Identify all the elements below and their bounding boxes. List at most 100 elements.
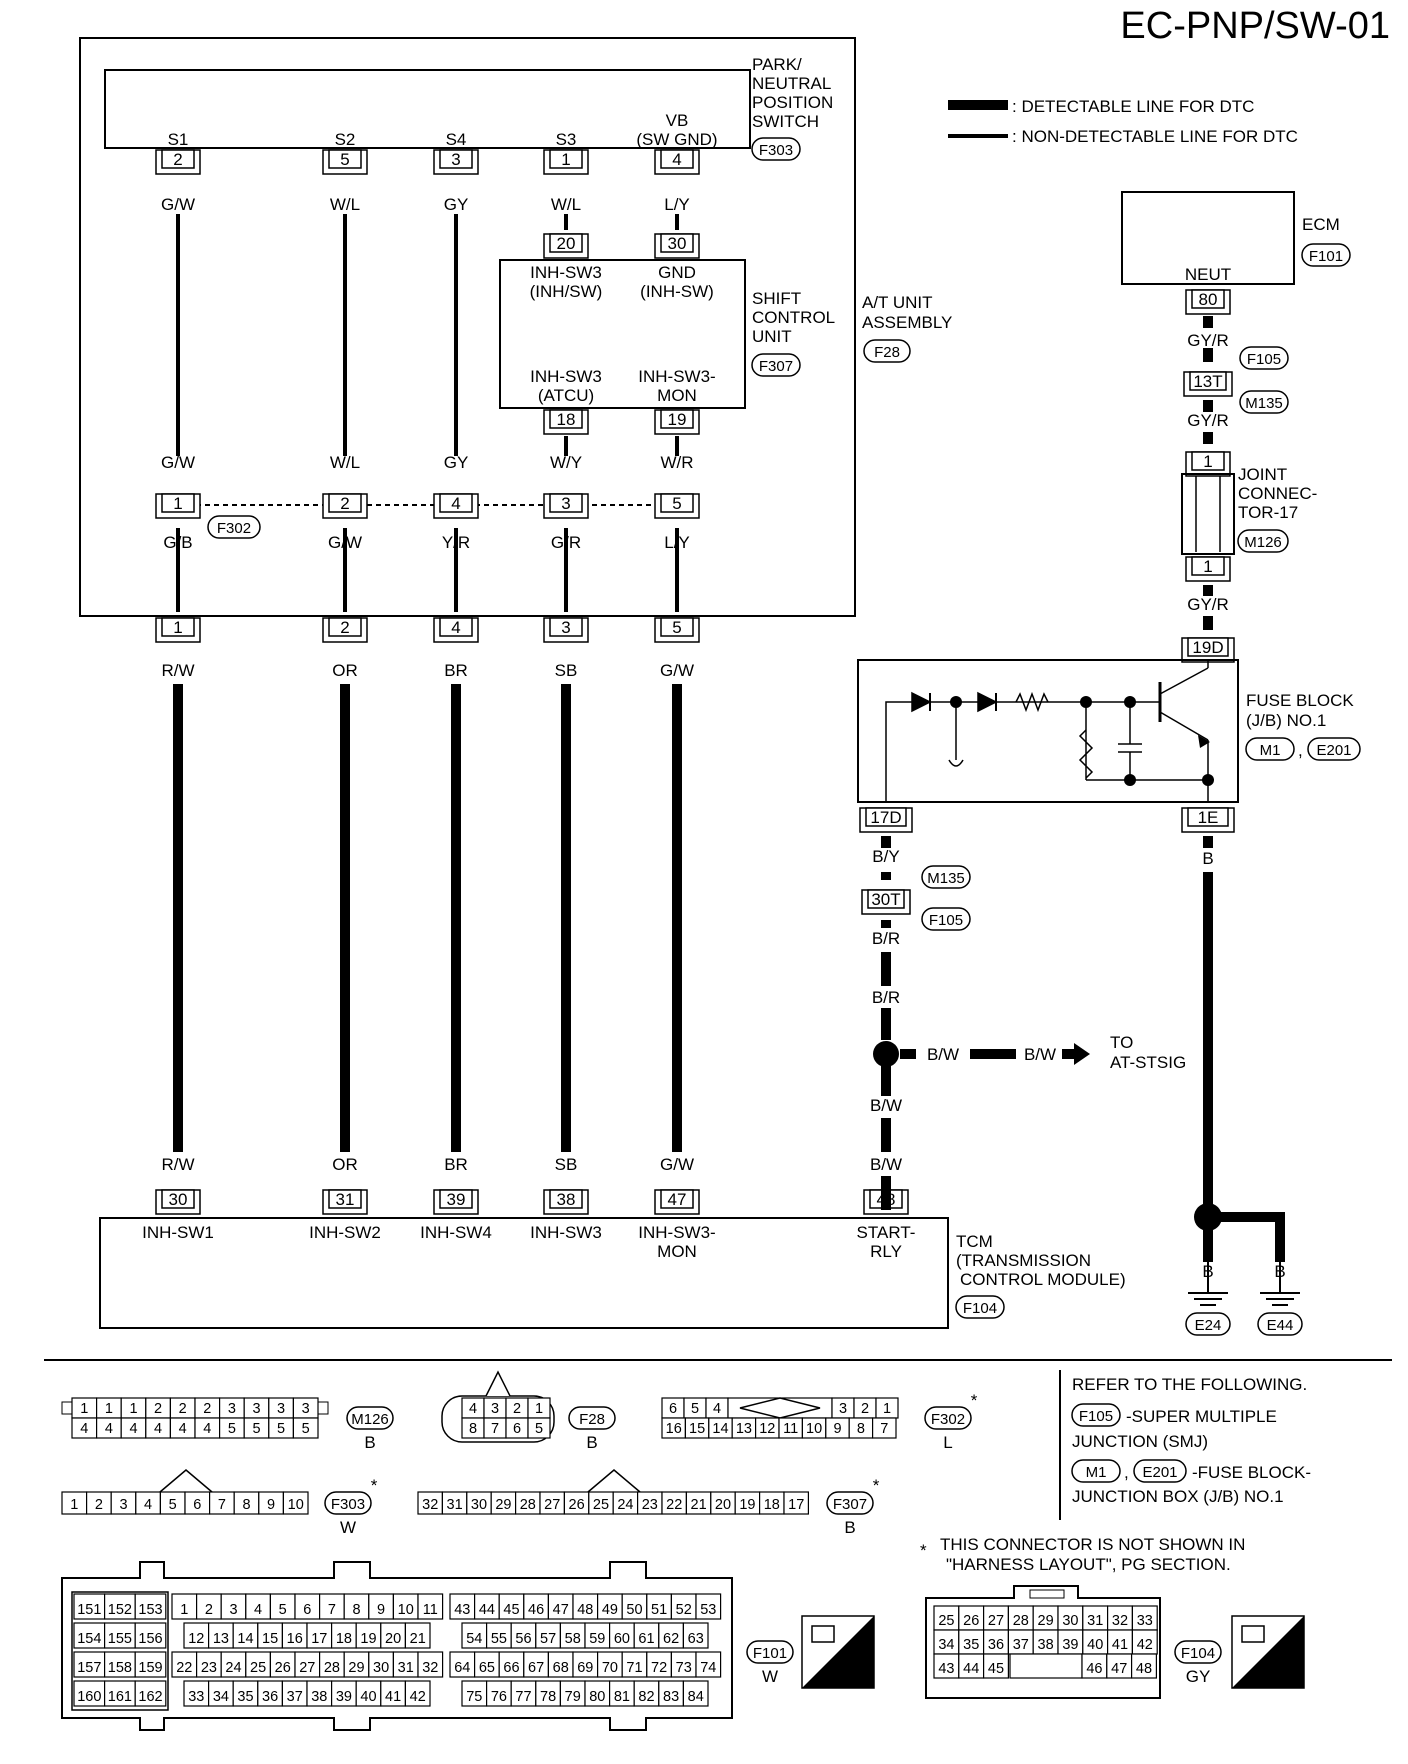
notes-fb-line1: -FUSE BLOCK-: [1192, 1463, 1311, 1482]
f101-m0-9: 9: [377, 1602, 385, 1618]
f28-top-3: 3: [491, 1401, 499, 1417]
smj1-pin: 13T: [1183, 371, 1233, 397]
f101-m3-40: 40: [360, 1689, 376, 1705]
smj1-tag-b: [1239, 390, 1289, 414]
pnp-pin-2-number: 2: [173, 150, 182, 169]
f303-10: 10: [288, 1497, 304, 1513]
face-f307-id-star: *: [873, 1476, 880, 1495]
f302-top-l-4: 4: [713, 1401, 721, 1417]
wire-tcm-4: G/W: [660, 1155, 694, 1174]
at-unit-label: A/T UNIT ASSEMBLY F28: [862, 293, 952, 363]
f101-r2-66: 66: [503, 1660, 519, 1676]
f28-bottom-6: 6: [513, 1421, 521, 1437]
ecm-box: [1121, 191, 1295, 285]
pnp-pin-5-number: 5: [340, 150, 349, 169]
f28-top-1: 1: [535, 1401, 543, 1417]
pnp-name-4: SWITCH: [752, 112, 819, 131]
f101-m1-14: 14: [237, 1631, 253, 1647]
tcm-term-3: INH-SW4: [420, 1223, 492, 1242]
f101-l1-155: 155: [108, 1631, 132, 1647]
f307-29: 29: [495, 1497, 511, 1513]
harness-side-icon-f101-label: H.S.: [833, 1661, 872, 1683]
scu-top-sublabel-2: (INH-SW): [640, 282, 714, 301]
f101-r2-67: 67: [528, 1660, 544, 1676]
f101-r1-54: 54: [466, 1631, 482, 1647]
wire-below-f302-1: G/W: [328, 533, 362, 552]
fuse-block-nodes: [950, 696, 1214, 786]
f28-pin-2: 2: [322, 617, 368, 643]
wire-above-f302-3: W/Y: [550, 453, 582, 472]
wire-above-f302-1: W/L: [330, 453, 360, 472]
notes-f105-line2: JUNCTION (SMJ): [1072, 1432, 1208, 1451]
f101-m3-33: 33: [188, 1689, 204, 1705]
fuse-comma: ,: [1298, 741, 1303, 760]
f101-m1-17: 17: [311, 1631, 327, 1647]
m126-bottom-4: 4: [129, 1421, 137, 1437]
f101-m1-19: 19: [360, 1631, 376, 1647]
f303-5: 5: [169, 1497, 177, 1513]
at-unit-internal-wires: [176, 214, 679, 612]
m126-top-3: 3: [302, 1401, 310, 1417]
m126-bottom-5: 5: [228, 1421, 236, 1437]
splice-dot-b-w: [873, 1041, 899, 1067]
wire-tcm-2: BR: [444, 1155, 468, 1174]
face-m126-id-color: B: [364, 1433, 375, 1452]
wire-harness-top-4: G/W: [660, 661, 694, 680]
wire-below-f302-3: G/R: [551, 533, 581, 552]
f101-m2-26: 26: [275, 1660, 291, 1676]
f101-r0-46: 46: [528, 1602, 544, 1618]
m126-top-3: 3: [277, 1401, 285, 1417]
m126-top-1: 1: [80, 1401, 88, 1417]
f303-2: 2: [95, 1497, 103, 1513]
wire-b-r-1: B/R: [872, 929, 900, 948]
f28-bottom-8: 8: [469, 1421, 477, 1437]
scu-pin-bottom-1-number: 18: [557, 410, 576, 429]
f101-r2-64: 64: [454, 1660, 470, 1676]
smj2-conn-b: F105: [929, 912, 963, 929]
joint-label: JOINT CONNEC- TOR-17 M126: [1237, 465, 1317, 553]
tcm-pin-38: 38: [543, 1189, 589, 1215]
f101-r3-82: 82: [638, 1689, 654, 1705]
f101-r0-53: 53: [700, 1602, 716, 1618]
f302-bottom-12: 12: [759, 1421, 775, 1437]
face-f302-id-star: *: [971, 1391, 978, 1410]
f101-r0-52: 52: [676, 1602, 692, 1618]
wire-tcm-3: SB: [555, 1155, 578, 1174]
f101-r2-65: 65: [479, 1660, 495, 1676]
wire-b-right: B: [1202, 849, 1213, 868]
f307-23: 23: [642, 1497, 658, 1513]
f302-pin-3-number: 3: [561, 494, 570, 513]
notes-m1: M1: [1086, 1464, 1107, 1481]
ecm-terminal-label: NEUT: [1185, 265, 1231, 284]
f28-bottom-7: 7: [491, 1421, 499, 1437]
joint-pin-bottom-number: 1: [1203, 557, 1212, 576]
at-unit-connector-tag: [863, 339, 911, 363]
f302-bottom-13: 13: [736, 1421, 752, 1437]
notes-m1-tag: [1071, 1459, 1121, 1483]
f28-pin-5: 5: [654, 617, 700, 643]
f303-9: 9: [267, 1497, 275, 1513]
scu-bottom-label-2: INH-SW3-: [638, 367, 715, 386]
wire-gy-r-3: GY/R: [1187, 595, 1229, 614]
face-f303-id-star: *: [371, 1476, 378, 1495]
pnp-connector: F303: [759, 142, 793, 159]
tcm-name-2: (TRANSMISSION: [956, 1251, 1091, 1270]
notes-star-line2: "HARNESS LAYOUT", PG SECTION.: [946, 1555, 1231, 1574]
scu-top-sublabel-1: (INH/SW): [530, 282, 603, 301]
m126-top-2: 2: [154, 1401, 162, 1417]
wire-tcm-1: OR: [332, 1155, 358, 1174]
harness-side-icon-f104: H.S.: [1231, 1615, 1305, 1689]
f104-r1-35: 35: [963, 1637, 979, 1653]
face-f101-id: F101: [753, 1645, 787, 1662]
f101-m2-27: 27: [299, 1660, 315, 1676]
wire-below-f302-0: G/B: [163, 533, 192, 552]
joint-connector: M126: [1244, 534, 1282, 551]
smj2-pin-number: 30T: [871, 890, 900, 909]
face-f104-id: F104: [1181, 1645, 1215, 1662]
f303-4: 4: [144, 1497, 152, 1513]
f101-m3-34: 34: [213, 1689, 229, 1705]
